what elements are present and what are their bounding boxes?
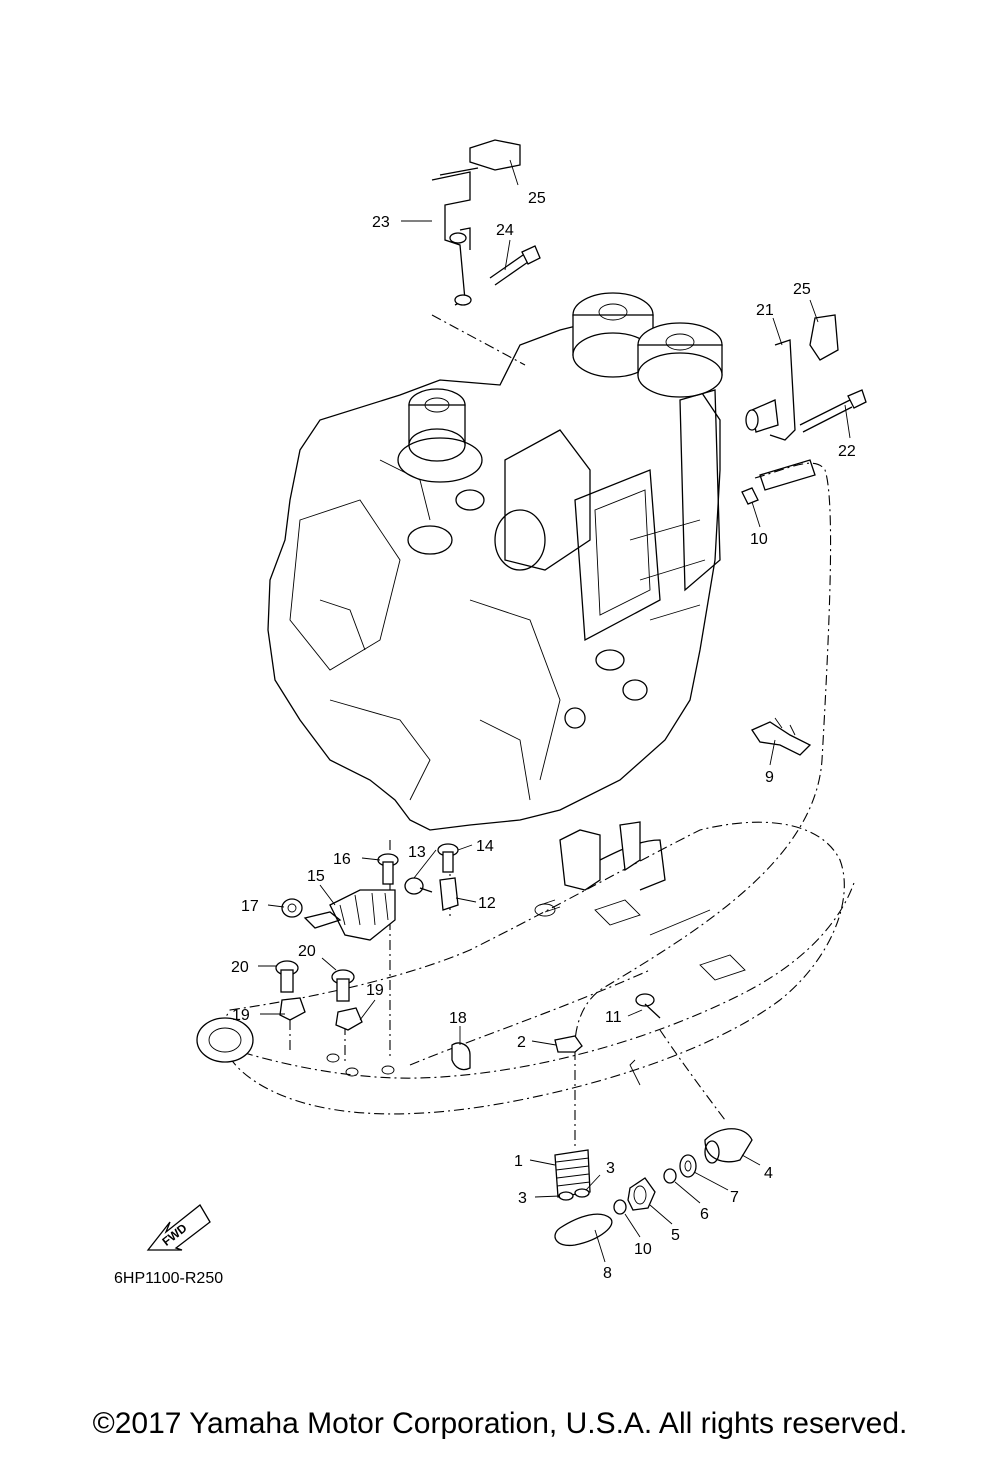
nut-2-illustration [554, 1035, 583, 1053]
callout-4: 4 [764, 1165, 773, 1182]
callout-15: 15 [307, 868, 325, 885]
callout-22: 22 [838, 443, 856, 460]
callout-16: 16 [333, 851, 351, 868]
callout-25: 25 [528, 190, 546, 207]
clip-10-upper-illustration [741, 487, 759, 505]
callout-7: 7 [730, 1189, 739, 1206]
bolt-20b-illustration [331, 969, 355, 1002]
callout-6: 6 [700, 1206, 709, 1223]
callout-labels: 25 23 24 25 21 22 10 9 16 13 14 15 17 12… [231, 190, 856, 1282]
callout-24: 24 [496, 222, 514, 239]
callout-3: 3 [606, 1160, 615, 1177]
callout-10: 10 [750, 531, 768, 548]
hose-routing [289, 314, 832, 1150]
bolt-14-illustration [437, 843, 459, 873]
clip-17-illustration [281, 898, 303, 918]
callout-18: 18 [449, 1010, 467, 1027]
callout-20: 20 [298, 943, 316, 960]
bracket-21-illustration [745, 314, 867, 441]
copyright-notice: ©2017 Yamaha Motor Corporation, U.S.A. A… [92, 1407, 908, 1440]
callout-21: 21 [756, 302, 774, 319]
bottom-cowling-illustration [196, 821, 856, 1115]
callout-11: 11 [605, 1009, 622, 1026]
callout-leaders [258, 159, 851, 1263]
callout-2: 2 [517, 1034, 526, 1051]
bolt-16-illustration [377, 853, 399, 885]
callout-25: 25 [793, 281, 811, 298]
fwd-arrow-icon: FWD [146, 1204, 211, 1251]
callout-19: 19 [232, 1007, 250, 1024]
callout-9: 9 [765, 769, 774, 786]
bracket-15-illustration [303, 889, 396, 941]
grommet-1-illustration [554, 1149, 591, 1198]
clamp-12-illustration [439, 877, 459, 911]
callout-12: 12 [478, 895, 496, 912]
callout-3: 3 [518, 1190, 527, 1207]
callout-13: 13 [408, 844, 426, 861]
callout-17: 17 [241, 898, 259, 915]
engine-block-illustration [267, 292, 723, 831]
screw-11-illustration [635, 993, 661, 1019]
bracket-23-illustration [431, 139, 541, 306]
callout-19: 19 [366, 982, 384, 999]
callout-1: 1 [514, 1153, 523, 1170]
washer-7-illustration [679, 1154, 697, 1178]
part-6-illustration [663, 1168, 677, 1184]
callout-5: 5 [671, 1227, 680, 1244]
callout-10: 10 [634, 1241, 652, 1258]
callout-20: 20 [231, 959, 249, 976]
fitting-4-illustration [704, 1128, 753, 1164]
clip-13-illustration [404, 877, 433, 895]
clip-10-lower-illustration [613, 1199, 627, 1215]
bolt-20a-illustration [275, 960, 299, 993]
parts-3-illustration [558, 1188, 590, 1201]
clip-19b-illustration [335, 1007, 363, 1031]
callout-14: 14 [476, 838, 494, 855]
drawing-code: 6HP1100-R250 [114, 1270, 223, 1287]
callout-23: 23 [372, 214, 390, 231]
callout-8: 8 [603, 1265, 612, 1282]
clip-19a-illustration [279, 997, 306, 1021]
tube-8-illustration [554, 1213, 613, 1247]
nut-5-illustration [627, 1177, 656, 1211]
clamp-9-illustration [751, 717, 812, 756]
